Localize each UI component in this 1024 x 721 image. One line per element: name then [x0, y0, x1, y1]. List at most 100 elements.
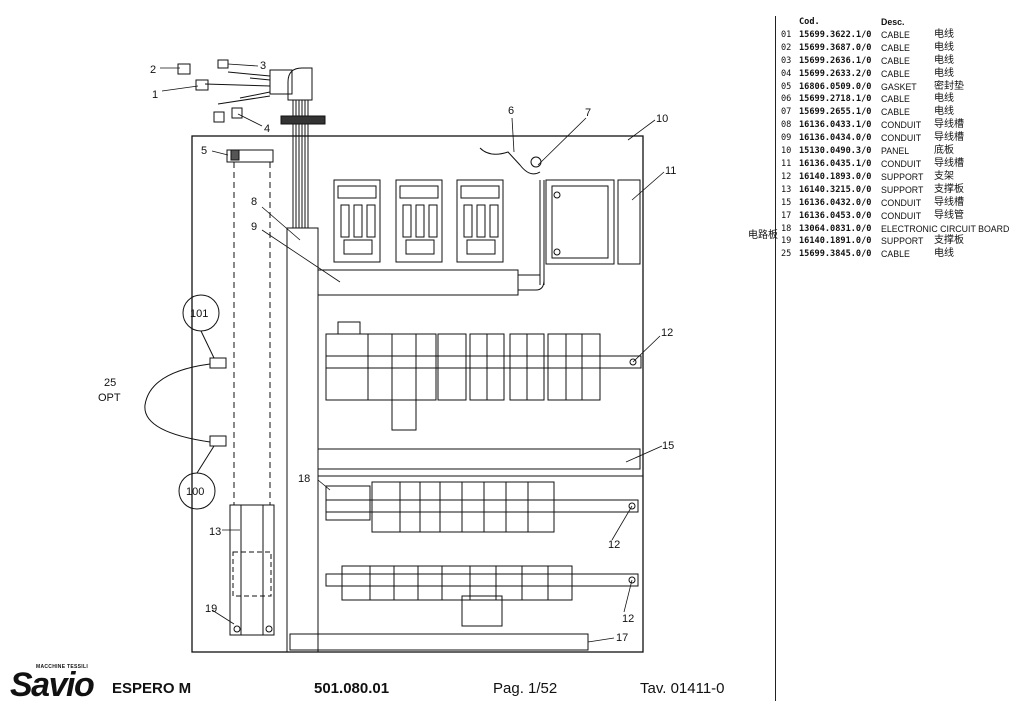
- part-position: 12: [781, 171, 792, 182]
- callout-12-top: 12: [661, 327, 673, 339]
- din-rail-3: [325, 565, 639, 627]
- part-description-cn: 导线槽: [934, 132, 964, 144]
- parts-table-row: 02 15699.3687.0/0 CABLE 电线: [778, 42, 1024, 55]
- cable-bundle: [177, 59, 326, 228]
- part-code: 15699.2633.2/0: [799, 68, 872, 79]
- logo-word: Savio: [10, 666, 95, 704]
- callout-6: 6: [508, 105, 514, 117]
- callout-11: 11: [665, 165, 676, 177]
- part-description-cn: 底板: [934, 145, 954, 157]
- callout-opt: OPT: [98, 392, 121, 404]
- panel-10: [191, 135, 644, 653]
- part-code: 16136.0432.0/0: [799, 197, 872, 208]
- callout-5: 5: [201, 145, 207, 157]
- conduit-11: [617, 179, 641, 265]
- part-code: 15130.0490.3/0: [799, 146, 872, 157]
- part-description: CONDUIT: [881, 158, 922, 169]
- part-position: 05: [781, 81, 792, 92]
- part-description: CABLE: [881, 55, 910, 66]
- part-code: 16140.3215.0/0: [799, 184, 872, 195]
- part-description: CONDUIT: [881, 120, 922, 131]
- part-description: CONDUIT: [881, 210, 922, 221]
- part-position: 25: [781, 249, 792, 260]
- din-rail-1: [325, 321, 642, 431]
- part-code: 15699.2655.1/0: [799, 107, 872, 118]
- part-code: 16136.0433.1/0: [799, 120, 872, 131]
- parts-table-row: 11 16136.0435.1/0 CONDUIT 导线槽: [778, 158, 1024, 171]
- part-description: CABLE: [881, 68, 910, 79]
- callout-8: 8: [251, 196, 257, 208]
- conduit-8: [286, 227, 319, 653]
- callout-2: 2: [150, 64, 156, 76]
- part-description-cn: 电线: [934, 248, 954, 260]
- transformer-box: [545, 179, 615, 265]
- part-code: 15699.3622.1/0: [799, 29, 872, 40]
- part-code: 16136.0453.0/0: [799, 210, 872, 221]
- part-position: 02: [781, 42, 792, 53]
- callout-19: 19: [205, 603, 217, 615]
- parts-table-row: 07 15699.2655.1/0 CABLE 电线: [778, 106, 1024, 119]
- part-position: 15: [781, 197, 792, 208]
- part-description: CABLE: [881, 249, 910, 260]
- din-rail-2: [325, 481, 639, 533]
- callout-13: 13: [209, 526, 221, 538]
- callout-4: 4: [264, 123, 270, 135]
- header-code: Cod.: [799, 17, 820, 27]
- part-description: SUPPORT: [881, 184, 924, 195]
- callout-25: 25: [104, 377, 116, 389]
- parts-table-header: Cod. Desc.: [778, 16, 1024, 29]
- parts-table-row: 25 15699.3845.0/0 CABLE 电线: [778, 248, 1024, 261]
- callout-9: 9: [251, 221, 257, 233]
- part-description: CABLE: [881, 94, 910, 105]
- conduit-15: [317, 448, 641, 470]
- part-description-cn: 导线槽: [934, 196, 964, 208]
- support-13: [226, 149, 275, 636]
- header-desc: Desc.: [881, 17, 905, 27]
- callout-12-middle: 12: [608, 539, 620, 551]
- part-description-cn: 支架: [934, 170, 954, 182]
- logo-tag: MACCHINE TESSILI: [36, 664, 89, 670]
- model-name: ESPERO M: [112, 680, 192, 697]
- part-position: 11: [781, 158, 792, 169]
- part-position: 08: [781, 120, 792, 131]
- part-description-cn: 支撑板: [934, 235, 964, 247]
- drawing-number: 501.080.01: [314, 680, 390, 697]
- part-position: 07: [781, 107, 792, 118]
- parts-table-row: 15 16136.0432.0/0 CONDUIT 导线槽: [778, 197, 1024, 210]
- part-code: 15699.2636.1/0: [799, 55, 872, 66]
- part-code: 16136.0435.1/0: [799, 158, 872, 169]
- part-description-cn: 导线槽: [934, 157, 964, 169]
- callout-1: 1: [152, 89, 158, 101]
- part-code: 16806.0509.0/0: [799, 81, 872, 92]
- table-divider: [775, 16, 776, 701]
- part-code: 15699.3687.0/0: [799, 42, 872, 53]
- part-description: CONDUIT: [881, 133, 922, 144]
- part-description: CABLE: [881, 107, 910, 118]
- part-description-cn: 支撑板: [934, 183, 964, 195]
- part-code: 15699.3845.0/0: [799, 249, 872, 260]
- part-description: SUPPORT: [881, 236, 924, 247]
- part-description: PANEL: [881, 146, 910, 157]
- callout-12-bottom: 12: [622, 613, 634, 625]
- part-code: 16140.1891.0/0: [799, 236, 872, 247]
- part-position: 19: [781, 236, 792, 247]
- part-description-cn: 电线: [934, 106, 954, 118]
- part-description: CABLE: [881, 42, 910, 53]
- circuit-board-18: [325, 485, 371, 521]
- part-position: 04: [781, 68, 792, 79]
- callout-3: 3: [260, 60, 266, 72]
- part-description-cn: 密封垫: [934, 80, 964, 92]
- part-description-cn: 电线: [934, 41, 954, 53]
- part-position: 06: [781, 94, 792, 105]
- part-description: CONDUIT: [881, 197, 922, 208]
- callout-7: 7: [585, 107, 591, 119]
- side-label: 电路板: [748, 230, 778, 241]
- part-position: 03: [781, 55, 792, 66]
